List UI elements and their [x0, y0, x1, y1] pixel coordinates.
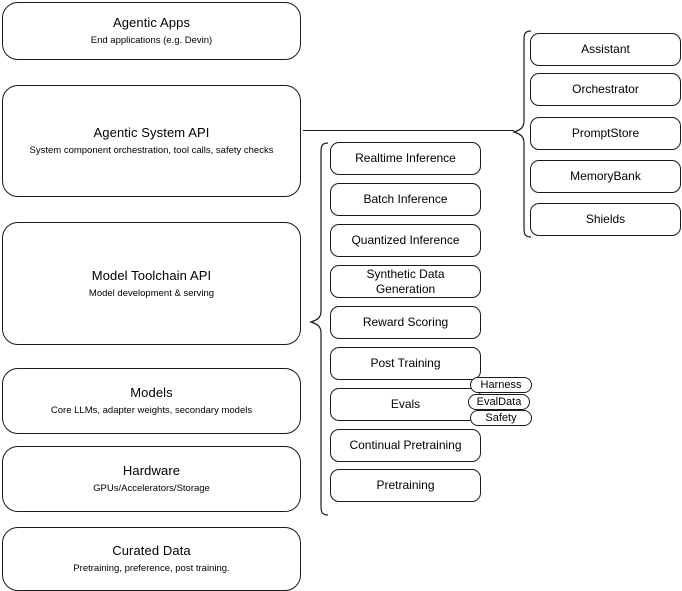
system-component-label: PromptStore: [571, 126, 640, 140]
system-component-box-assistant[interactable]: Assistant: [530, 33, 681, 66]
toolchain-box-batch-inference[interactable]: Batch Inference: [330, 183, 481, 216]
layer-box-hardware[interactable]: Hardware GPUs/Accelerators/Storage: [2, 446, 301, 512]
system-component-label: Orchestrator: [572, 82, 639, 96]
toolchain-box-reward-scoring[interactable]: Reward Scoring: [330, 306, 481, 339]
layer-title: Agentic System API: [93, 125, 210, 140]
toolchain-box-post-training[interactable]: Post Training: [330, 347, 481, 380]
evals-badge-harness[interactable]: Harness: [470, 377, 532, 393]
system-component-box-memorybank[interactable]: MemoryBank: [530, 160, 681, 193]
toolchain-label: Pretraining: [376, 478, 435, 492]
toolchain-label: Quantized Inference: [351, 233, 460, 247]
layer-title: Models: [130, 385, 173, 400]
layer-title: Curated Data: [112, 543, 191, 558]
system-component-label: Shields: [585, 212, 626, 226]
layer-box-model-toolchain-api[interactable]: Model Toolchain API Model development & …: [2, 222, 301, 345]
layer-subtitle: Pretraining, preference, post training.: [73, 563, 230, 574]
evals-badge-safety[interactable]: Safety: [470, 410, 532, 426]
layer-box-curated-data[interactable]: Curated Data Pretraining, preference, po…: [2, 527, 301, 591]
toolchain-label: Evals: [390, 397, 421, 411]
layer-title: Hardware: [122, 463, 181, 478]
system-component-label: Assistant: [581, 42, 630, 56]
toolchain-label: Batch Inference: [363, 192, 448, 206]
bracket-toolchain: [309, 142, 329, 516]
toolchain-box-synthetic-data-generation[interactable]: Synthetic Data Generation: [330, 265, 481, 298]
toolchain-label: Synthetic Data Generation: [366, 266, 445, 296]
system-component-box-orchestrator[interactable]: Orchestrator: [530, 73, 681, 106]
toolchain-label: Continual Pretraining: [349, 438, 462, 452]
layer-subtitle: End applications (e.g. Devin): [90, 35, 213, 46]
toolchain-box-realtime-inference[interactable]: Realtime Inference: [330, 142, 481, 175]
evals-badge-evaldata[interactable]: EvalData: [468, 394, 530, 410]
toolchain-label: Reward Scoring: [362, 315, 449, 329]
toolchain-label: Realtime Inference: [355, 151, 456, 165]
toolchain-box-pretraining[interactable]: Pretraining: [330, 469, 481, 502]
layer-subtitle: GPUs/Accelerators/Storage: [93, 483, 210, 494]
layer-title: Agentic Apps: [112, 15, 191, 30]
layer-subtitle: System component orchestration, tool cal…: [29, 145, 274, 156]
layer-box-models[interactable]: Models Core LLMs, adapter weights, secon…: [2, 368, 301, 434]
toolchain-box-quantized-inference[interactable]: Quantized Inference: [330, 224, 481, 257]
layer-title: Model Toolchain API: [91, 267, 212, 283]
system-component-box-promptstore[interactable]: PromptStore: [530, 117, 681, 150]
system-component-box-shields[interactable]: Shields: [530, 203, 681, 236]
bracket-system-components: [512, 30, 532, 238]
toolchain-box-continual-pretraining[interactable]: Continual Pretraining: [330, 429, 481, 462]
system-component-label: MemoryBank: [570, 169, 641, 183]
toolchain-label: Post Training: [370, 356, 441, 370]
layer-box-agentic-system-api[interactable]: Agentic System API System component orch…: [2, 85, 301, 197]
layer-subtitle: Model development & serving: [88, 287, 215, 299]
layer-subtitle: Core LLMs, adapter weights, secondary mo…: [50, 405, 253, 416]
connector-line-system-api: [303, 130, 514, 131]
layer-box-agentic-apps[interactable]: Agentic Apps End applications (e.g. Devi…: [2, 2, 301, 60]
toolchain-box-evals[interactable]: Evals: [330, 388, 481, 421]
